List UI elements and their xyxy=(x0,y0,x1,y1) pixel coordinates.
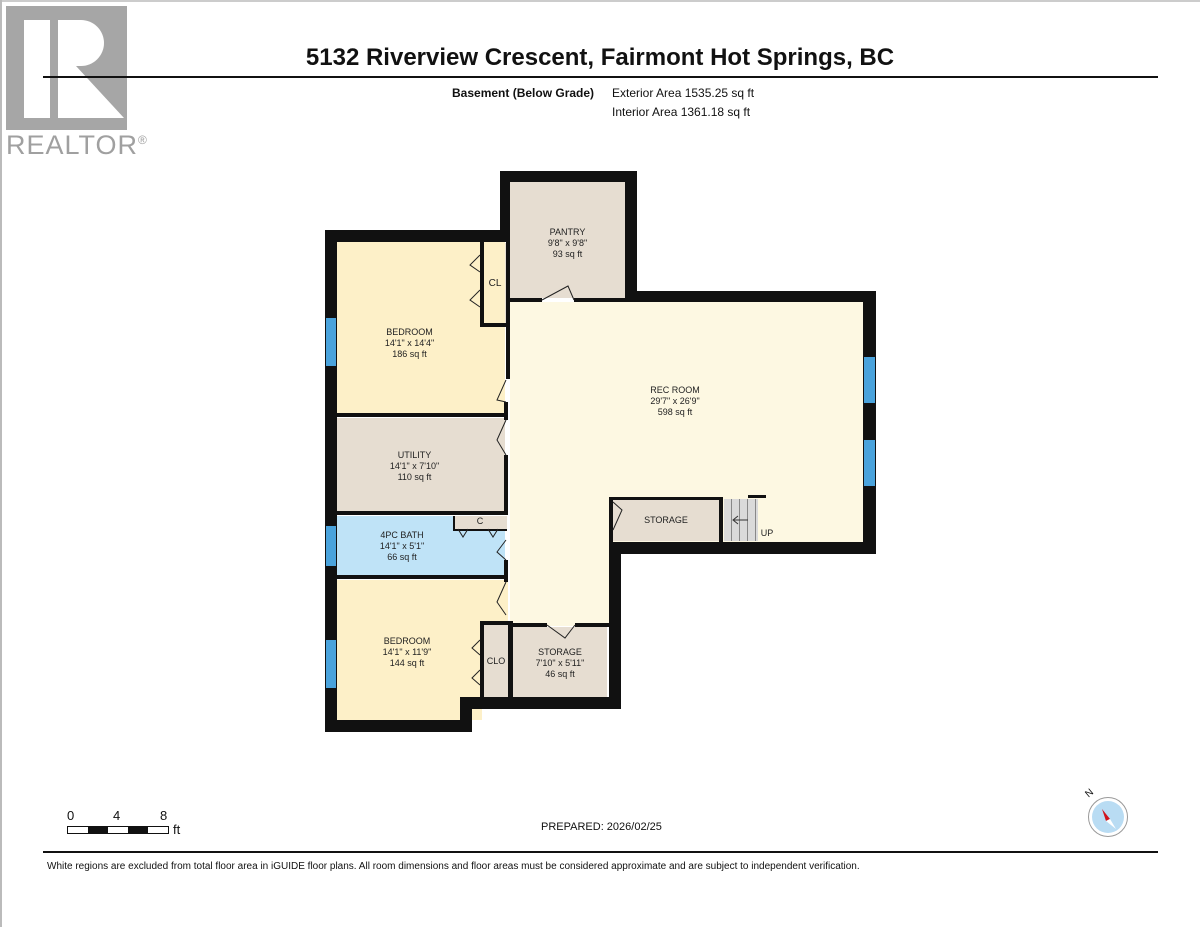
room-storage-bottom xyxy=(513,627,607,697)
footer-divider xyxy=(43,851,1158,853)
room-storage-rec xyxy=(613,499,719,541)
window xyxy=(326,318,336,366)
room-closet-clo xyxy=(484,625,508,697)
label-storage-rec: STORAGE xyxy=(644,515,688,525)
disclaimer-text: White regions are excluded from total fl… xyxy=(47,861,860,872)
window xyxy=(864,357,875,403)
label-closet-clo: CLO xyxy=(486,656,506,666)
prepared-date: PREPARED: 2026/02/25 xyxy=(541,821,662,833)
realtor-logo-text: REALTOR® xyxy=(6,130,148,160)
realtor-logo-icon xyxy=(6,6,127,130)
exterior-area: Exterior Area 1535.25 sq ft xyxy=(612,86,755,100)
room-utility xyxy=(337,418,505,511)
page-border-top xyxy=(0,0,1200,2)
room-pantry xyxy=(510,182,625,298)
door-swings xyxy=(457,254,748,686)
compass-icon xyxy=(1088,797,1128,837)
label-closet-c: C xyxy=(476,516,484,526)
room-bedroom-2 xyxy=(337,580,482,720)
header-divider xyxy=(43,76,1158,78)
scale-bar xyxy=(67,826,169,834)
window xyxy=(864,440,875,486)
window xyxy=(326,526,336,566)
page-title: 5132 Riverview Crescent, Fairmont Hot Sp… xyxy=(305,44,895,71)
label-closet-cl: CL xyxy=(488,278,502,289)
window xyxy=(326,640,336,688)
label-stairs-up: UP xyxy=(760,528,774,538)
interior-area: Interior Area 1361.18 sq ft xyxy=(612,105,751,119)
page-border-left xyxy=(0,0,2,927)
scale-unit: ft xyxy=(173,822,181,837)
room-closet-c xyxy=(453,516,507,531)
level-label: Basement (Below Grade) xyxy=(452,86,595,100)
